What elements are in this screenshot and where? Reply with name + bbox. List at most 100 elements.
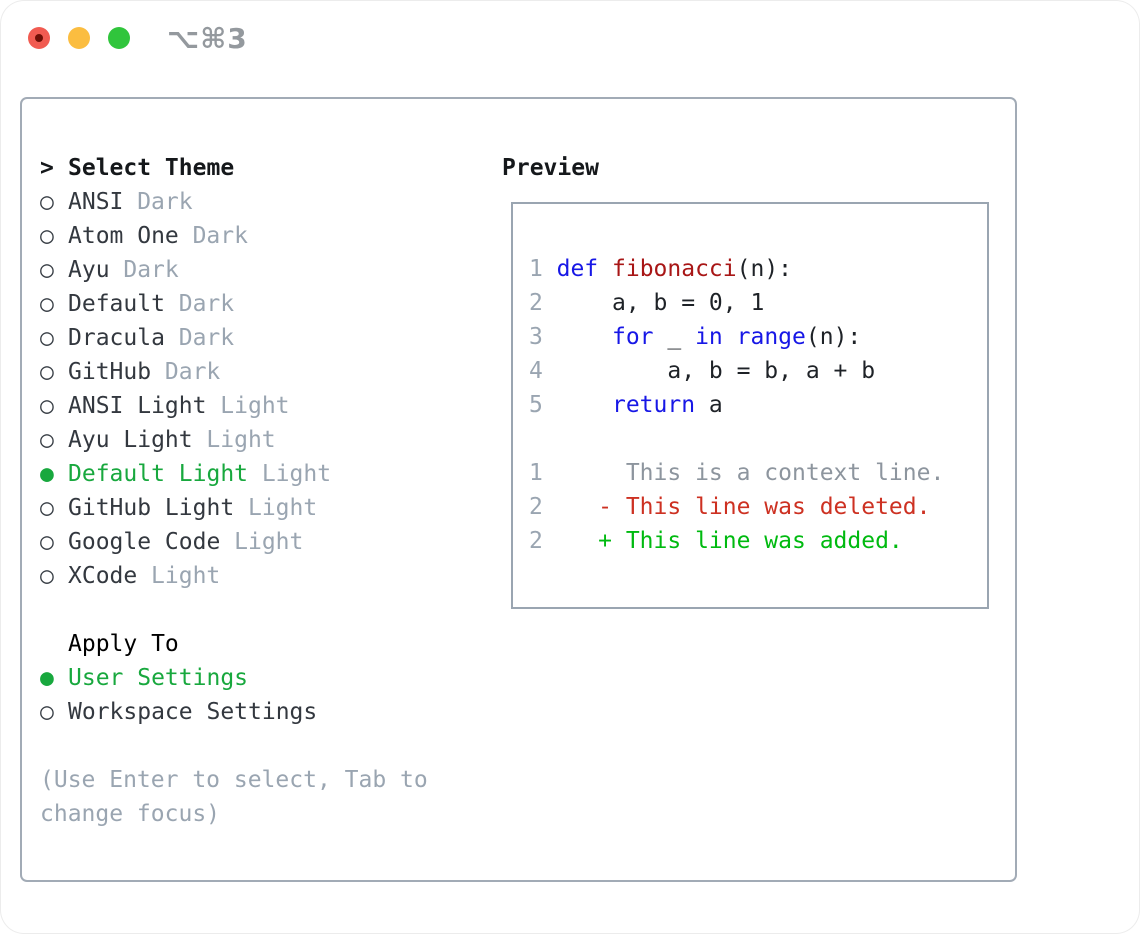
radio-unselected-icon: ○ bbox=[40, 359, 54, 385]
radio-unselected-icon: ○ bbox=[40, 495, 54, 521]
apply-option-label: Workspace Settings bbox=[68, 699, 318, 725]
theme-name: Ayu bbox=[68, 257, 110, 283]
apply-to-title: Apply To bbox=[68, 631, 179, 657]
code-token: (n): bbox=[805, 324, 862, 350]
diff-text: This is a context line. bbox=[556, 460, 945, 486]
line-number: 5 bbox=[529, 392, 543, 418]
select-theme-header: >Select Theme bbox=[40, 151, 428, 185]
help-text-line-2: change focus) bbox=[40, 801, 221, 827]
code-token: def bbox=[556, 256, 599, 282]
theme-tag: Dark bbox=[178, 325, 235, 351]
theme-name: ANSI bbox=[68, 189, 124, 215]
radio-selected-icon: ● bbox=[40, 665, 54, 691]
theme-tag: Light bbox=[234, 529, 304, 555]
code-token: a, b = b, a + b bbox=[556, 358, 876, 384]
line-number: 1 bbox=[529, 256, 543, 282]
theme-name: Google Code bbox=[68, 529, 221, 555]
diff-line-context: 1 This is a context line. bbox=[529, 456, 987, 490]
theme-name: Dracula bbox=[68, 325, 165, 351]
theme-tag: Light bbox=[206, 427, 276, 453]
code-token: for bbox=[611, 324, 654, 350]
code-line: 1 def fibonacci(n): bbox=[529, 252, 987, 286]
diff-preview: 1 This is a context line.2 - This line w… bbox=[529, 456, 987, 558]
apply-option-user-settings[interactable]: ● User Settings bbox=[40, 661, 428, 695]
code-token: return bbox=[611, 392, 696, 418]
line-number: 4 bbox=[529, 358, 543, 384]
theme-name: Ayu Light bbox=[68, 427, 193, 453]
code-token bbox=[598, 256, 612, 282]
code-token bbox=[723, 324, 737, 350]
theme-name: Atom One bbox=[68, 223, 179, 249]
radio-unselected-icon: ○ bbox=[40, 699, 54, 725]
theme-tag: Dark bbox=[192, 223, 248, 249]
theme-name: Default bbox=[68, 291, 165, 317]
theme-name: GitHub bbox=[68, 359, 152, 385]
line-number: 2 bbox=[529, 494, 543, 520]
blank-line bbox=[529, 422, 987, 456]
radio-unselected-icon: ○ bbox=[40, 563, 54, 589]
close-button[interactable] bbox=[28, 27, 50, 49]
spacer bbox=[40, 593, 428, 627]
apply-option-workspace-settings[interactable]: ○ Workspace Settings bbox=[40, 695, 428, 729]
theme-option-google-code[interactable]: ○ Google Code Light bbox=[40, 525, 428, 559]
code-line: 3 for _ in range(n): bbox=[529, 320, 987, 354]
apply-to-header: Apply To bbox=[40, 627, 428, 661]
code-token: fibonacci bbox=[612, 256, 737, 282]
diff-line-added: 2 + This line was added. bbox=[529, 524, 987, 558]
radio-unselected-icon: ○ bbox=[40, 529, 54, 555]
theme-name: Default Light bbox=[68, 461, 249, 487]
titlebar: ⌥⌘3 bbox=[0, 0, 1140, 76]
code-token: a bbox=[695, 392, 723, 418]
theme-option-dracula[interactable]: ○ Dracula Dark bbox=[40, 321, 428, 355]
help-text-line-1: (Use Enter to select, Tab to bbox=[40, 767, 428, 793]
line-number: 2 bbox=[529, 290, 543, 316]
theme-name: ANSI Light bbox=[68, 393, 207, 419]
unsaved-dot-icon bbox=[35, 34, 43, 42]
theme-name: XCode bbox=[68, 563, 138, 589]
code-token bbox=[557, 324, 612, 350]
line-number: 1 bbox=[529, 460, 543, 486]
radio-unselected-icon: ○ bbox=[40, 223, 54, 249]
line-number: 2 bbox=[529, 528, 543, 554]
radio-unselected-icon: ○ bbox=[40, 427, 54, 453]
cursor-icon: > bbox=[40, 155, 54, 181]
theme-tag: Light bbox=[151, 563, 221, 589]
apply-option-label: User Settings bbox=[68, 665, 249, 691]
zoom-button[interactable] bbox=[108, 27, 130, 49]
line-number: 3 bbox=[529, 324, 543, 350]
theme-option-ayu-light[interactable]: ○ Ayu Light Light bbox=[40, 423, 428, 457]
code-line: 4 a, b = b, a + b bbox=[529, 354, 987, 388]
theme-tag: Light bbox=[261, 461, 332, 487]
radio-unselected-icon: ○ bbox=[40, 189, 54, 215]
theme-option-github[interactable]: ○ GitHub Dark bbox=[40, 355, 428, 389]
diff-line-deleted: 2 - This line was deleted. bbox=[529, 490, 987, 524]
spacer bbox=[40, 729, 428, 763]
preview-title: Preview bbox=[502, 155, 599, 181]
minimize-button[interactable] bbox=[68, 27, 90, 49]
theme-tag: Light bbox=[247, 495, 318, 521]
theme-tag: Dark bbox=[164, 359, 221, 385]
code-line: 2 a, b = 0, 1 bbox=[529, 286, 987, 320]
apply-to-list: ● User Settings ○ Workspace Settings bbox=[40, 661, 428, 729]
theme-option-xcode[interactable]: ○ XCode Light bbox=[40, 559, 428, 593]
radio-unselected-icon: ○ bbox=[40, 325, 54, 351]
code-line: 5 return a bbox=[529, 388, 987, 422]
code-token: (n): bbox=[736, 256, 793, 282]
theme-tag: Light bbox=[220, 393, 290, 419]
diff-text: + This line was added. bbox=[556, 528, 903, 554]
theme-option-atom-one[interactable]: ○ Atom One Dark bbox=[40, 219, 428, 253]
theme-option-github-light[interactable]: ○ GitHub Light Light bbox=[40, 491, 428, 525]
theme-name: GitHub Light bbox=[68, 495, 235, 521]
code-token: _ bbox=[653, 324, 696, 350]
